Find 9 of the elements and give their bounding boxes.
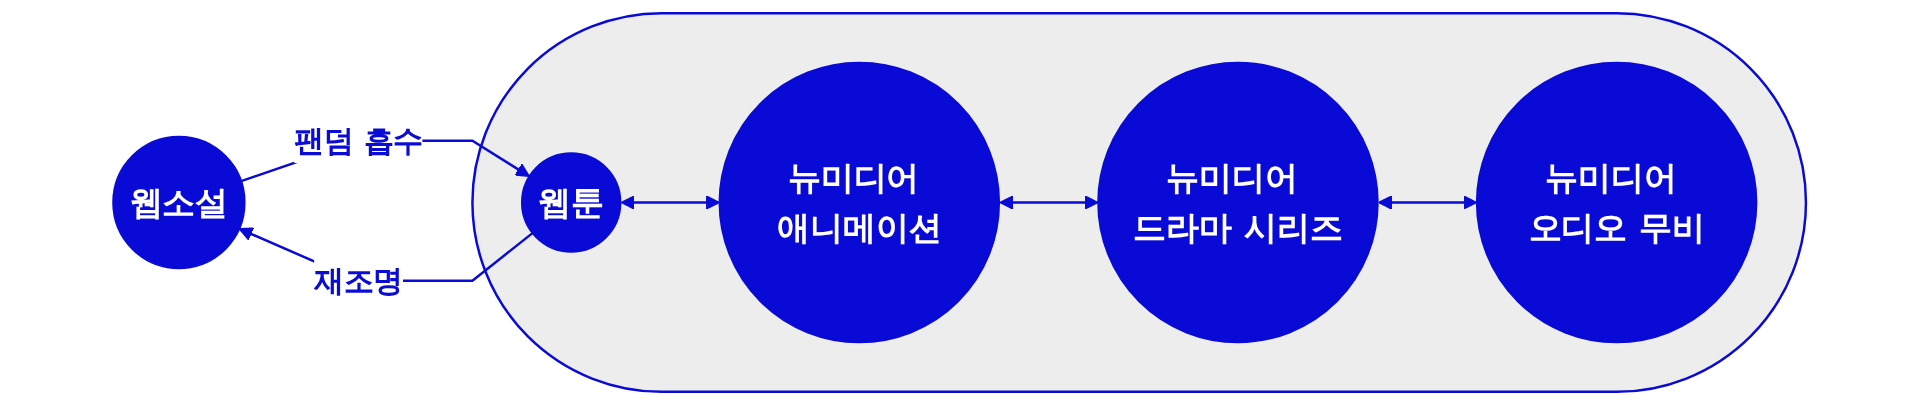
node-circle: 웹툰 (520, 152, 622, 253)
edge-label: 재조명 (314, 263, 404, 298)
node-circle: 뉴미디어 드라마 시리즈 (1097, 61, 1379, 344)
node-circle: 웹소설 (112, 135, 246, 270)
node-circle: 뉴미디어 애니메이션 (718, 61, 1001, 344)
edge-label: 팬덤 흡수 (294, 123, 424, 159)
arrow (999, 195, 1099, 210)
arrow (620, 195, 720, 210)
node-circle: 뉴미디어 오디오 무비 (1475, 61, 1758, 344)
